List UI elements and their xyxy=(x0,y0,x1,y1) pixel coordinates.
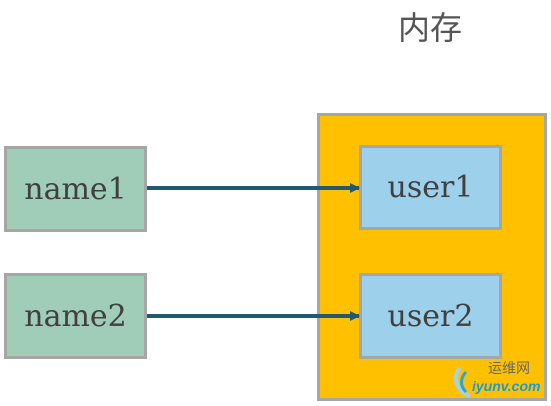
object-box-user1: user1 xyxy=(359,145,502,230)
object-label: user2 xyxy=(387,298,474,334)
variable-label: name2 xyxy=(24,298,127,334)
watermark-en: iyunv.com xyxy=(472,378,541,394)
watermark: 运维网 iyunv.com xyxy=(448,356,548,402)
object-label: user1 xyxy=(387,170,474,205)
variable-box-name2: name2 xyxy=(4,273,147,359)
memory-title: 内存 xyxy=(398,9,463,47)
object-box-user2: user2 xyxy=(359,273,502,359)
watermark-logo-icon xyxy=(453,366,471,398)
watermark-cn: 运维网 xyxy=(488,361,530,377)
variable-box-name1: name1 xyxy=(4,146,147,232)
variable-label: name1 xyxy=(24,171,127,207)
